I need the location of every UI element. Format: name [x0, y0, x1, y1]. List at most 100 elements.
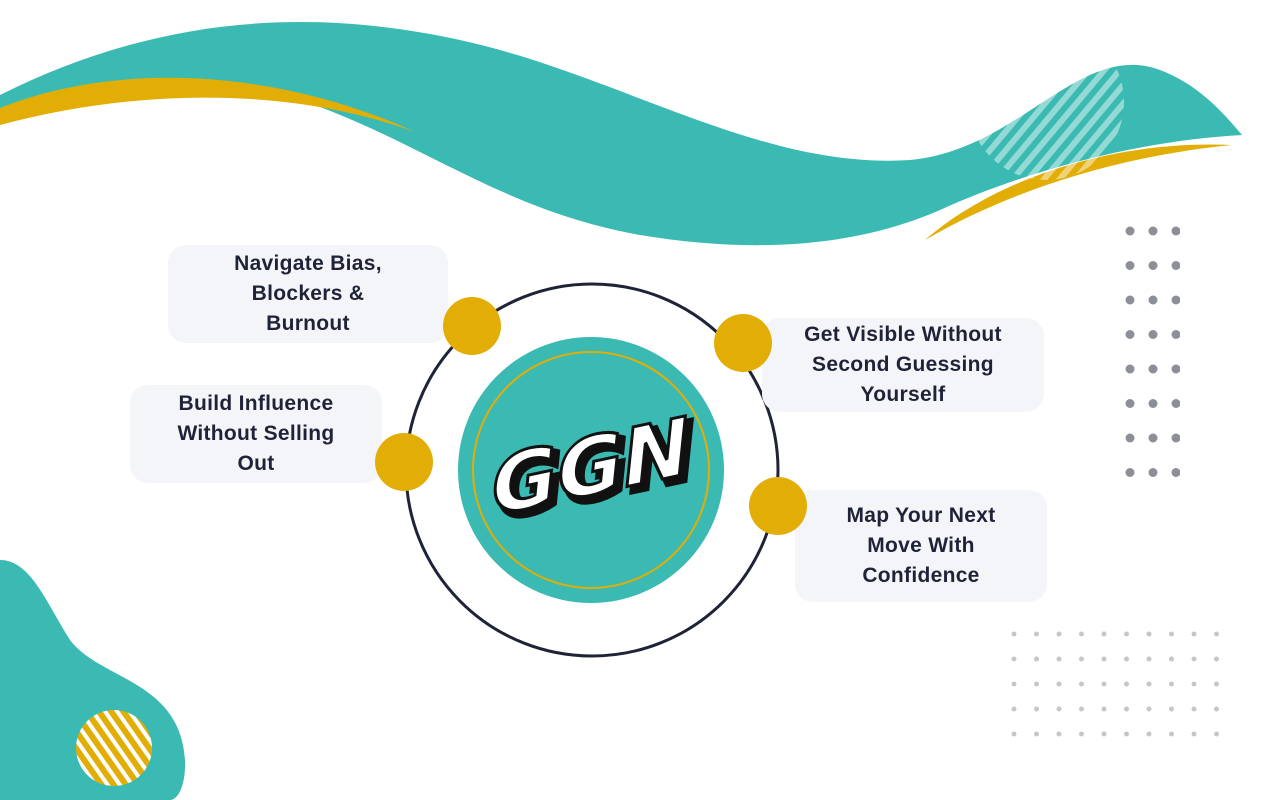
grid-dot: [1125, 364, 1135, 374]
card-line: Build Influence: [178, 392, 334, 415]
grid-dot: [1191, 681, 1197, 687]
grid-dot: [1148, 433, 1158, 443]
grid-dot: [1125, 261, 1135, 270]
card-line: Get Visible Without: [804, 323, 1002, 346]
grid-dot: [1146, 706, 1152, 712]
grid-dot: [1011, 656, 1017, 662]
grid-dot: [1191, 631, 1197, 637]
card-line: Yourself: [860, 383, 946, 406]
center-teal-circle: [458, 337, 724, 603]
grid-dot: [1214, 631, 1219, 637]
grid-dot: [1125, 433, 1135, 443]
gold-striped-ball: [76, 710, 152, 786]
card-line: Without Selling: [177, 422, 335, 445]
grid-dot: [1171, 226, 1180, 236]
grid-dot: [1214, 731, 1219, 737]
grid-dot: [1079, 681, 1084, 687]
card-build-influence: Build Influence Without Selling Out: [130, 385, 382, 483]
gold-node-top-left: [443, 297, 501, 355]
grid-dot: [1146, 631, 1152, 637]
grid-dot: [1056, 681, 1062, 687]
gold-node-right: [749, 477, 807, 535]
grid-dot: [1034, 681, 1039, 687]
grid-dot: [1056, 731, 1062, 737]
center-gold-ring: [472, 351, 710, 589]
dot-grid-bottom: [1011, 631, 1219, 737]
grid-dot: [1171, 468, 1180, 477]
grid-dot: [1101, 731, 1107, 737]
grid-dot: [1169, 656, 1174, 662]
grid-dot: [1148, 364, 1158, 374]
grid-dot: [1148, 226, 1158, 236]
grid-dot: [1171, 399, 1180, 408]
grid-dot: [1191, 731, 1197, 737]
grid-dot: [1214, 681, 1219, 687]
grid-dot: [1101, 681, 1107, 687]
grid-dot: [1079, 706, 1084, 712]
card-line: Move With: [867, 534, 975, 557]
card-line: Map Your Next: [846, 504, 996, 527]
grid-dot: [1056, 706, 1062, 712]
dot-grid-right: [1125, 226, 1180, 477]
grid-dot: [1011, 706, 1017, 712]
grid-dot: [1148, 261, 1158, 270]
grid-dot: [1034, 706, 1039, 712]
grid-dot: [1125, 295, 1135, 305]
card-line: Second Guessing: [812, 353, 994, 376]
grid-dot: [1101, 656, 1107, 662]
grid-dot: [1079, 656, 1084, 662]
card-map-next-move: Map Your Next Move With Confidence: [795, 490, 1047, 602]
grid-dot: [1011, 681, 1017, 687]
grid-dot: [1101, 706, 1107, 712]
card-line: Out: [237, 452, 275, 475]
grid-dot: [1148, 468, 1158, 477]
gold-node-top-right: [714, 314, 772, 372]
card-get-visible: Get Visible Without Second Guessing Your…: [762, 318, 1044, 412]
grid-dot: [1169, 706, 1174, 712]
grid-dot: [1124, 681, 1129, 687]
card-line: Confidence: [862, 564, 980, 587]
grid-dot: [1214, 706, 1219, 712]
grid-dot: [1148, 295, 1158, 305]
grid-dot: [1125, 399, 1135, 408]
grid-dot: [1125, 226, 1135, 236]
grid-dot: [1171, 261, 1180, 270]
grid-dot: [1146, 656, 1152, 662]
grid-dot: [1125, 468, 1135, 477]
grid-dot: [1124, 731, 1129, 737]
grid-dot: [1034, 731, 1039, 737]
grid-dot: [1125, 330, 1135, 339]
grid-dot: [1101, 631, 1107, 637]
top-teal-wave: [0, 22, 1242, 246]
grid-dot: [1124, 706, 1129, 712]
grid-dot: [1171, 364, 1180, 374]
card-line: Burnout: [266, 312, 350, 335]
gold-node-left: [375, 433, 433, 491]
grid-dot: [1034, 656, 1039, 662]
grid-dot: [1148, 399, 1158, 408]
grid-dot: [1169, 681, 1174, 687]
grid-dot: [1169, 731, 1174, 737]
gold-swoosh-left: [0, 77, 415, 132]
grid-dot: [1171, 330, 1180, 339]
grid-dot: [1079, 731, 1084, 737]
grid-dot: [1148, 330, 1158, 339]
grid-dot: [1124, 656, 1129, 662]
grid-dot: [1056, 656, 1062, 662]
grid-dot: [1079, 631, 1084, 637]
grid-dot: [1171, 433, 1180, 443]
striped-circle-top: [968, 24, 1124, 180]
grid-dot: [1146, 681, 1152, 687]
grid-dot: [1169, 631, 1174, 637]
grid-dot: [1214, 656, 1219, 662]
grid-dot: [1171, 295, 1180, 305]
card-navigate-bias: Navigate Bias, Blockers & Burnout: [168, 245, 448, 343]
grid-dot: [1011, 631, 1017, 637]
grid-dot: [1191, 656, 1197, 662]
card-line: Navigate Bias,: [234, 252, 382, 275]
grid-dot: [1191, 706, 1197, 712]
grid-dot: [1124, 631, 1129, 637]
grid-dot: [1146, 731, 1152, 737]
grid-dot: [1034, 631, 1039, 637]
